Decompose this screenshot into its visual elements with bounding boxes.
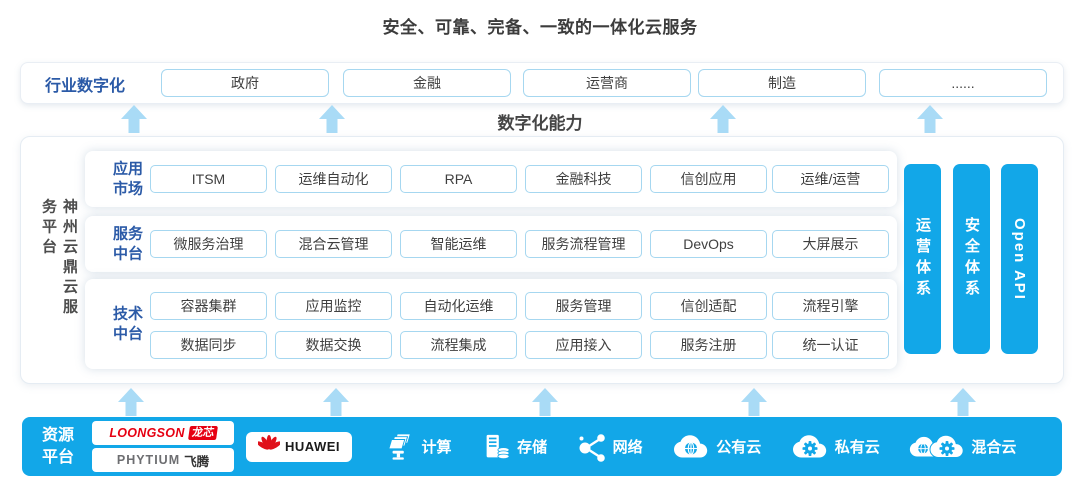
huawei-chip: HUAWEI: [246, 431, 352, 462]
huawei-flower-icon: [256, 434, 282, 459]
up-arrow-icon: [917, 105, 943, 133]
hybrid-cloud-icon: [909, 433, 965, 460]
pillar-label: 安全体系: [963, 217, 980, 301]
pillar-label: Open API: [1011, 217, 1028, 301]
industry-item-finance: 金融: [343, 69, 511, 97]
resource-items: 计算 存储: [356, 432, 1046, 462]
capability-box: 统一认证: [772, 331, 889, 359]
capability-box: 运维/运营: [772, 165, 889, 193]
up-arrow-icon: [323, 388, 349, 416]
phytium-chip: PHYTIUM 飞腾: [92, 448, 234, 472]
resource-item-hybrid-cloud: 混合云: [909, 433, 1016, 460]
capability-box: 应用接入: [525, 331, 642, 359]
capability-box: 金融科技: [525, 165, 642, 193]
capability-box: 自动化运维: [400, 292, 517, 320]
capability-box: 应用监控: [275, 292, 392, 320]
resource-item-private-cloud: 私有云: [791, 433, 880, 460]
capability-box: RPA: [400, 165, 517, 193]
industry-row: 行业数字化 政府 金融 运营商 制造 ......: [20, 62, 1064, 104]
up-arrow-icon: [121, 105, 147, 133]
pillar-open-api: Open API: [1001, 164, 1038, 354]
capability-box: 数据同步: [150, 331, 267, 359]
resource-item-public-cloud: 公有云: [672, 433, 761, 460]
industry-item-operator: 运营商: [523, 69, 691, 97]
network-icon: [577, 432, 607, 462]
phytium-cn-label: 飞腾: [184, 454, 210, 469]
capability-box: 服务流程管理: [525, 230, 642, 258]
section-label: 应用市场: [112, 160, 143, 198]
capability-box: 混合云管理: [275, 230, 392, 258]
pillar-operation-system: 运营体系: [904, 164, 941, 354]
page-title: 安全、可靠、完备、一致的一体化云服务: [382, 18, 698, 37]
resource-item-label: 计算: [421, 439, 452, 456]
capability-box: 服务管理: [525, 292, 642, 320]
capability-box: 微服务治理: [150, 230, 267, 258]
up-arrow-icon: [532, 388, 558, 416]
resource-item-compute: 计算: [386, 432, 452, 462]
resource-item-label: 公有云: [716, 439, 762, 456]
section-label: 技术中台: [112, 305, 143, 343]
up-arrow-icon: [741, 388, 767, 416]
resource-item-label: 网络: [612, 439, 643, 456]
section-app-market: 应用市场 ITSM 运维自动化 RPA 金融科技 信创应用 运维/运营: [85, 151, 897, 207]
capability-box: 数据交换: [275, 331, 392, 359]
resource-item-label: 混合云: [971, 439, 1017, 456]
up-arrow-icon: [950, 388, 976, 416]
resource-item-label: 存储: [517, 439, 548, 456]
huawei-logo: HUAWEI: [285, 439, 340, 454]
up-arrow-icon: [319, 105, 345, 133]
capability-box: ITSM: [150, 165, 267, 193]
up-arrow-icon: [118, 388, 144, 416]
platform-container: 神州云鼎云服务平台 应用市场 ITSM 运维自动化 RPA 金融科技 信创应用 …: [20, 136, 1064, 384]
up-arrow-icon: [710, 105, 736, 133]
capability-box: DevOps: [650, 230, 767, 258]
loongson-cn-tag: 龙芯: [187, 426, 218, 440]
capability-box: 智能运维: [400, 230, 517, 258]
platform-side-label: 神州云鼎云服务平台: [40, 198, 78, 319]
capability-box: 大屏展示: [772, 230, 889, 258]
capability-box: 流程引擎: [772, 292, 889, 320]
resource-bar-label: 资源平台: [42, 426, 75, 466]
storage-icon: [481, 432, 511, 462]
industry-item-manufacturing: 制造: [698, 69, 866, 97]
section-tech-platform: 技术中台 容器集群 应用监控 自动化运维 服务管理 信创适配 流程引擎 数据同步…: [85, 279, 897, 369]
capability-label: 数字化能力: [497, 114, 583, 133]
section-label: 服务中台: [112, 225, 143, 263]
industry-item-government: 政府: [161, 69, 329, 97]
industry-row-label: 行业数字化: [45, 78, 126, 95]
resource-item-label: 私有云: [834, 439, 880, 456]
private-cloud-icon: [791, 433, 829, 460]
pillar-label: 运营体系: [914, 217, 931, 301]
capability-box: 信创应用: [650, 165, 767, 193]
section-service-platform: 服务中台 微服务治理 混合云管理 智能运维 服务流程管理 DevOps 大屏展示: [85, 216, 897, 272]
loongson-chip: LOONGSON 龙芯: [92, 421, 234, 445]
capability-box: 信创适配: [650, 292, 767, 320]
vendor-chip-stack: LOONGSON 龙芯 PHYTIUM 飞腾: [92, 421, 234, 472]
public-cloud-icon: [672, 433, 710, 460]
capability-box: 运维自动化: [275, 165, 392, 193]
resource-item-storage: 存储: [481, 432, 547, 462]
loongson-logo: LOONGSON: [109, 426, 185, 440]
resource-platform-bar: 资源平台 LOONGSON 龙芯 PHYTIUM 飞腾: [22, 417, 1062, 476]
capability-box: 服务注册: [650, 331, 767, 359]
phytium-logo: PHYTIUM: [116, 453, 181, 467]
resource-item-network: 网络: [577, 432, 643, 462]
capability-box: 容器集群: [150, 292, 267, 320]
pillar-security-system: 安全体系: [953, 164, 990, 354]
capability-box: 流程集成: [400, 331, 517, 359]
compute-icon: [386, 432, 416, 462]
industry-item-more: ......: [879, 69, 1047, 97]
